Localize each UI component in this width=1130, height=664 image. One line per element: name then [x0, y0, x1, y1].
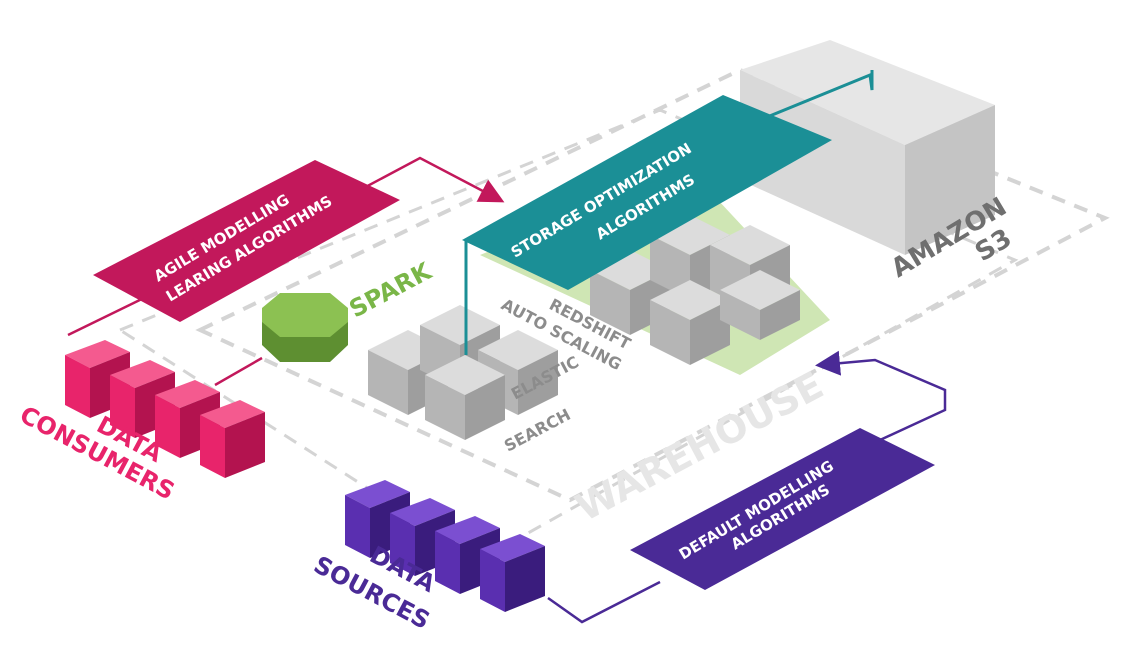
- search-label: SEARCH: [501, 405, 574, 456]
- data-sources-cubes: [345, 480, 545, 612]
- data-consumers-cubes: [65, 340, 265, 478]
- default-arrow-line: [815, 350, 947, 442]
- agile-arrow-line: [359, 156, 505, 203]
- sources-connector-line: [547, 580, 661, 624]
- storage-connector-line: [464, 70, 874, 355]
- amazon-s3-block: [740, 40, 995, 255]
- redshift-cubes: [590, 215, 800, 365]
- spark-to-consumers-line: [214, 356, 263, 387]
- spark-label: SPARK: [345, 256, 437, 323]
- spark-octagon-icon: [262, 293, 348, 362]
- elastic-search-cubes: [368, 305, 558, 440]
- consumers-connector-line: [67, 293, 151, 337]
